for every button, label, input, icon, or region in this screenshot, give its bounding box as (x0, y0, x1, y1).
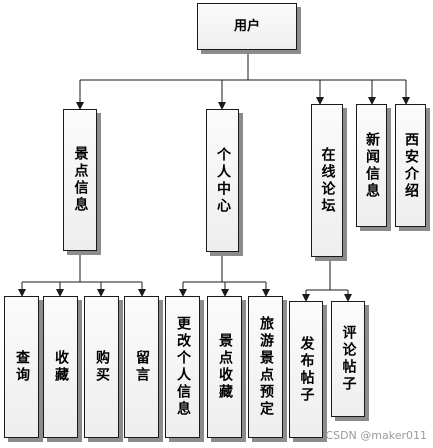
node-label: 个人中心 (215, 146, 231, 215)
node-label: 在线论坛 (319, 146, 336, 215)
node-label: 景点信息 (72, 146, 89, 214)
node-label: 购买 (94, 350, 110, 384)
node-label: 留言 (134, 350, 150, 384)
node-query: 查询 (4, 296, 39, 438)
node-label: 评论帖子 (340, 325, 357, 393)
node-root-user: 用户 (197, 3, 297, 50)
node-edit-profile: 更改个人信息 (165, 296, 200, 438)
node-label: 用户 (233, 19, 260, 34)
node-label: 景点收藏 (217, 333, 233, 401)
node-label: 发布帖子 (298, 335, 315, 404)
node-personal-center: 个人中心 (206, 109, 239, 252)
node-xian-intro: 西安介绍 (395, 104, 426, 227)
node-label: 西安介绍 (403, 131, 419, 200)
node-favorite: 收藏 (43, 296, 78, 438)
watermark: CSDN @maker011 (325, 429, 427, 442)
node-message: 留言 (124, 296, 159, 438)
node-post-topic: 发布帖子 (289, 301, 323, 438)
node-online-forum: 在线论坛 (311, 104, 343, 257)
node-label: 收藏 (53, 350, 69, 384)
node-label: 更改个人信息 (175, 316, 191, 418)
node-scenic-favorites: 景点收藏 (207, 296, 242, 438)
node-label: 旅游景点预定 (258, 316, 274, 418)
node-comment-topic: 评论帖子 (331, 301, 365, 417)
node-scenic-info: 景点信息 (63, 109, 97, 251)
node-news-info: 新闻信息 (356, 104, 387, 227)
node-label: 查询 (14, 350, 30, 384)
node-scenic-booking: 旅游景点预定 (248, 296, 283, 438)
node-label: 新闻信息 (364, 131, 380, 200)
node-purchase: 购买 (84, 296, 119, 438)
